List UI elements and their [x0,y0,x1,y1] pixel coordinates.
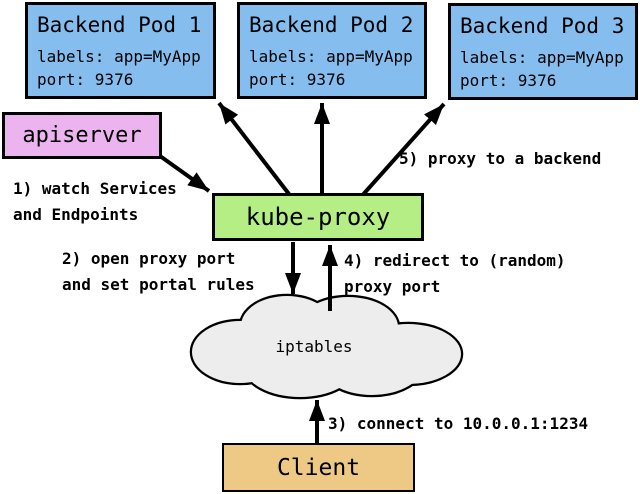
annotation-step3: 3) connect to 10.0.0.1:1234 [328,414,589,433]
apiserver-label: apiserver [22,123,142,148]
backend-pod-3-box: Backend Pod 3 labels: app=MyApp port: 93… [448,3,638,100]
annotation-step4: 4) redirect to (random) proxy port [344,248,566,300]
pod-labels: labels: app=MyApp [249,47,413,66]
backend-pod-2-box: Backend Pod 2 labels: app=MyApp port: 93… [237,2,427,99]
annotation-step2: 2) open proxy port and set portal rules [62,246,255,298]
annotation-step2-line1: 2) open proxy port [62,249,236,268]
pod-title: Backend Pod 3 [460,14,625,38]
pod-labels: labels: app=MyApp [460,48,624,67]
pod-port: port: 9376 [249,70,346,89]
kube-proxy-label: kube-proxy [245,203,391,231]
apiserver-box: apiserver [2,112,162,159]
client-box: Client [222,443,415,492]
arrow-kubeproxy-to-pod3 [358,102,446,200]
pod-labels: labels: app=MyApp [37,47,201,66]
pod-port: port: 9376 [37,70,134,89]
annotation-step1-line1: 1) watch Services [13,179,177,198]
iptables-cloud [189,293,464,400]
arrow-apiserver-to-kubeproxy [158,154,211,193]
annotation-step4-line2: proxy port [344,277,441,296]
pod-title: Backend Pod 1 [37,13,202,37]
arrow-kubeproxy-to-pod1 [217,101,294,200]
annotation-step1: 1) watch Services and Endpoints [13,176,177,228]
pod-port: port: 9376 [460,71,557,90]
annotation-step1-line2: and Endpoints [13,205,139,224]
backend-pod-1-box: Backend Pod 1 labels: app=MyApp port: 93… [25,2,216,99]
pod-title: Backend Pod 2 [249,13,414,37]
annotation-step5: 5) proxy to a backend [399,149,602,168]
annotation-step4-line1: 4) redirect to (random) [344,251,566,270]
annotation-step2-line2: and set portal rules [62,275,255,294]
kube-proxy-box: kube-proxy [212,193,424,241]
iptables-label: iptables [275,337,353,356]
client-label: Client [276,454,361,481]
